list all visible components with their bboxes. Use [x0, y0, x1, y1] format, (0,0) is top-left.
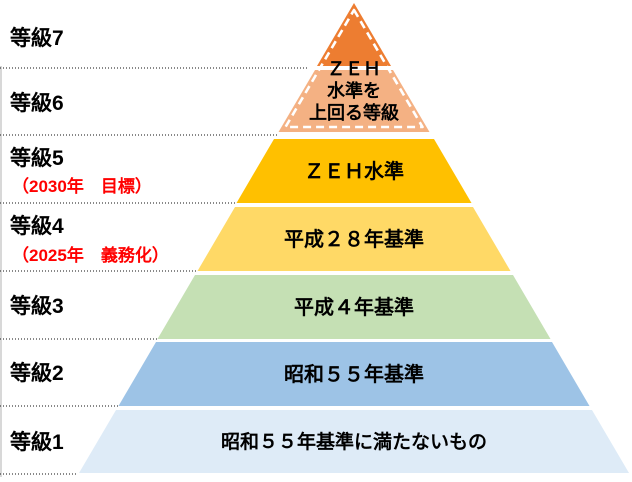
layer-label-grade1: 昭和５５年基準に満たないもの: [221, 430, 487, 453]
grade-label-5: 等級5: [10, 147, 64, 170]
grade-label-6: 等級6: [10, 92, 64, 115]
pyramid-layer-grade5: [236, 139, 472, 203]
grade-sublabel-5: （2030年 目標）: [12, 177, 152, 196]
pyramid-layer-grade4: [197, 207, 511, 271]
grade-label-2: 等級2: [10, 362, 64, 385]
row-dividers: [0, 67, 308, 475]
grade-label-7: 等級7: [10, 27, 64, 50]
zeh-top-label-line3: 上回る等級: [309, 102, 399, 123]
grade-label-4: 等級4: [10, 215, 64, 238]
layer-label-grade3: 平成４年基準: [294, 295, 414, 319]
pyramid-layer-grade3: [157, 275, 551, 339]
grade-label-1: 等級1: [10, 431, 64, 454]
pyramid-layer-grade1: [79, 410, 629, 473]
zeh-top-label-line2: 水準を: [327, 80, 381, 101]
zeh-dashed-border: [284, 8, 424, 129]
pyramid-top-upper-triangle: [317, 3, 391, 66]
pyramid-layer-grade2: [118, 342, 590, 406]
layer-label-grade5: ＺＥＨ水準: [304, 159, 404, 183]
layer-label-grade2: 昭和５５年基準: [284, 362, 424, 386]
layer-label-grade4: 平成２８年基準: [284, 227, 424, 251]
pyramid-top-lower-trapezoid: [278, 70, 430, 132]
grade-label-3: 等級3: [10, 295, 64, 318]
grade-sublabel-4: （2025年 義務化）: [12, 246, 169, 265]
zeh-top-label-line1: ＺＥＨ: [327, 59, 381, 79]
